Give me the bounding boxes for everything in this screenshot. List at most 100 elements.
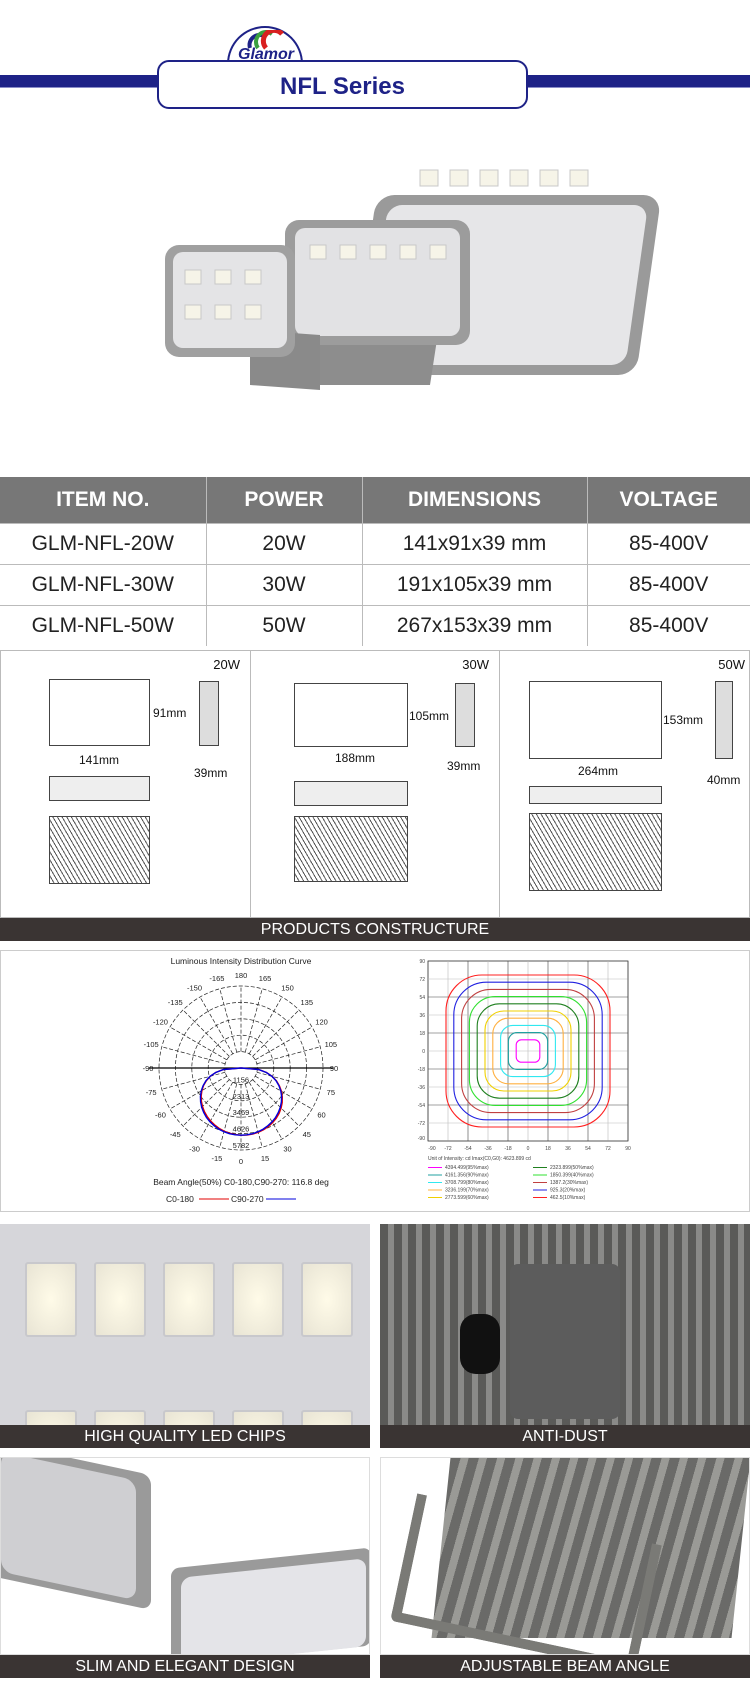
polar-angle-label: -90 xyxy=(143,1064,154,1073)
isolux-legend-label: 925.3(20%max) xyxy=(550,1188,586,1194)
cell-item: GLM-NFL-50W xyxy=(0,604,206,646)
isolux-contour xyxy=(445,974,611,1128)
led-chip xyxy=(94,1410,146,1425)
polar-angle-label: 45 xyxy=(303,1130,311,1139)
cell-dimensions: 191x105x39 mm xyxy=(361,563,587,605)
led-chip xyxy=(25,1262,77,1337)
polar-curve xyxy=(199,1067,283,1136)
construction-drawings: 20W 91mm 141mm 39mm 30W 105mm 188mm 39mm… xyxy=(0,650,750,918)
polar-angle-label: 30 xyxy=(283,1145,291,1154)
beam-angle-text: Beam Angle(50%) C0-180,C90-270: 116.8 de… xyxy=(153,1177,329,1187)
isolux-x-tick: 72 xyxy=(605,1146,611,1152)
led-chip xyxy=(232,1410,284,1425)
photo-adjustable-angle xyxy=(380,1457,750,1655)
isolux-y-tick: 90 xyxy=(419,959,425,965)
isolux-x-tick: 36 xyxy=(565,1146,571,1152)
polar-spoke xyxy=(248,1082,283,1140)
led-chip xyxy=(232,1262,284,1337)
polar-spoke xyxy=(244,1083,263,1148)
polar-spoke xyxy=(219,988,238,1053)
cell-voltage: 85-400V xyxy=(586,604,750,646)
polar-angle-label: -30 xyxy=(189,1145,200,1154)
isolux-contour xyxy=(476,1003,580,1099)
polar-ring-label: 1156 xyxy=(233,1075,249,1084)
isolux-x-tick: -18 xyxy=(504,1146,511,1152)
isolux-x-tick: 18 xyxy=(545,1146,551,1152)
led-chip xyxy=(25,1410,77,1425)
isolux-x-tick: -36 xyxy=(484,1146,491,1152)
table-header-row: ITEM NO. POWER DIMENSIONS VOLTAGE xyxy=(0,477,750,523)
driver-box xyxy=(510,1264,620,1419)
isolux-y-tick: 72 xyxy=(419,977,425,983)
polar-angle-label: -45 xyxy=(170,1130,181,1139)
isolux-legend-label: 4394.499(95%max) xyxy=(445,1165,489,1171)
polar-spoke xyxy=(256,1046,321,1065)
polar-spoke xyxy=(248,996,283,1054)
polar-angle-label: 105 xyxy=(325,1040,338,1049)
polar-spoke xyxy=(182,1079,230,1127)
width-dim: 264mm xyxy=(578,764,619,778)
polar-spoke xyxy=(256,1071,321,1090)
caption-anti-dust: ANTI-DUST xyxy=(380,1425,750,1448)
col-power: POWER xyxy=(205,477,362,523)
polar-angle-label: 0 xyxy=(239,1157,243,1166)
polar-ring-label: 5782 xyxy=(233,1141,250,1150)
hero-product-image xyxy=(165,169,660,390)
isolux-y-tick: 54 xyxy=(419,995,425,1001)
polar-spoke xyxy=(252,1079,300,1127)
isolux-y-tick: 0 xyxy=(422,1049,425,1055)
back-view xyxy=(529,813,662,891)
table-row: GLM-NFL-30W 30W 191x105x39 mm 85-400V xyxy=(0,563,750,605)
legend-c0-180: C0-180 xyxy=(166,1194,194,1204)
front-view xyxy=(49,679,150,746)
isolux-contour xyxy=(461,988,595,1114)
polar-spoke xyxy=(161,1071,226,1090)
polar-spoke xyxy=(219,1083,238,1148)
cell-dimensions: 267x153x39 mm xyxy=(361,604,587,646)
isolux-x-tick: 54 xyxy=(585,1146,591,1152)
top-view xyxy=(294,781,408,806)
isolux-y-tick: 36 xyxy=(419,1013,425,1019)
polar-angle-label: -165 xyxy=(209,974,224,983)
col-voltage: VOLTAGE xyxy=(586,477,750,523)
front-view xyxy=(529,681,662,759)
height-dim: 91mm xyxy=(153,706,187,720)
led-chip xyxy=(163,1262,215,1337)
series-title: NFL Series xyxy=(280,73,405,100)
isolux-y-tick: -18 xyxy=(418,1067,425,1073)
isolux-contour xyxy=(492,1017,564,1085)
isolux-y-tick: -90 xyxy=(418,1136,425,1142)
depth-dim: 39mm xyxy=(447,759,481,773)
isolux-legend-label: 4161.356(90%max) xyxy=(445,1173,489,1179)
cable-gland xyxy=(460,1314,500,1374)
polar-angle-label: -105 xyxy=(144,1040,159,1049)
table-row: GLM-NFL-50W 50W 267x153x39 mm 85-400V xyxy=(0,604,750,646)
polar-intensity-chart: Luminous Intensity Distribution Curve 18… xyxy=(143,956,339,1204)
isolux-legend-label: 3708.799(80%max) xyxy=(445,1180,489,1186)
floodlight-30w xyxy=(285,220,470,385)
polar-angle-label: -75 xyxy=(146,1088,157,1097)
isolux-legend-label: 1387.2(30%max) xyxy=(550,1180,588,1186)
led-chip xyxy=(301,1262,353,1337)
polar-ring-label: 3469 xyxy=(233,1108,250,1117)
cell-item: GLM-NFL-30W xyxy=(0,563,206,605)
isolux-contour xyxy=(453,981,603,1121)
col-item-no: ITEM NO. xyxy=(0,477,206,523)
isolux-unit-text: Unit of Intensity: cd Imax(C0,G0): 4623.… xyxy=(428,1156,531,1162)
polar-angle-label: -120 xyxy=(153,1018,168,1027)
polar-angle-label: 90 xyxy=(330,1064,338,1073)
cell-power: 50W xyxy=(205,604,362,646)
isolux-legend-label: 1850.399(40%max) xyxy=(550,1173,594,1179)
isolux-legend-label: 2773.599(60%max) xyxy=(445,1195,489,1201)
isolux-x-tick: -54 xyxy=(464,1146,471,1152)
cell-voltage: 85-400V xyxy=(586,522,750,564)
isolux-y-tick: -54 xyxy=(418,1103,425,1109)
isolux-chart: -90-90-72-72-54-54-36-36-18-180018183636… xyxy=(418,959,631,1201)
back-view xyxy=(49,816,150,884)
polar-spoke xyxy=(169,1026,227,1061)
photo-led-chips xyxy=(0,1224,370,1425)
polar-angle-label: -60 xyxy=(155,1111,166,1120)
width-dim: 141mm xyxy=(79,753,120,767)
isolux-contour xyxy=(507,1032,549,1070)
isolux-contour xyxy=(500,1024,556,1078)
